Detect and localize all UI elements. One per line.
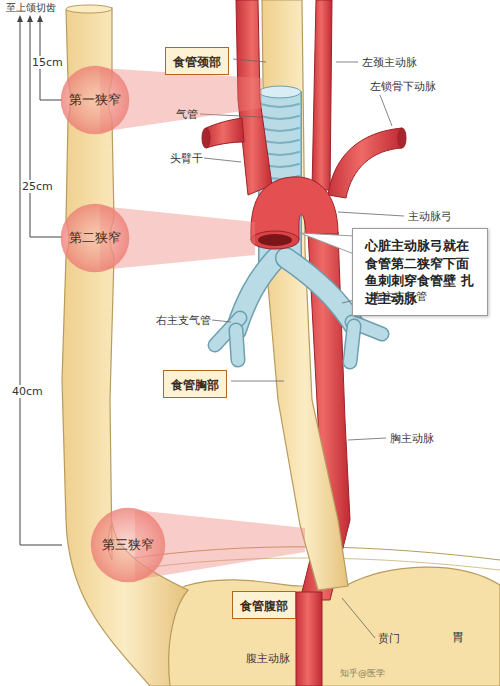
trachea [261, 140, 299, 143]
trachea [261, 104, 299, 107]
aortic-vessels [328, 128, 402, 198]
trachea [350, 326, 354, 362]
aortic-vessels [258, 234, 292, 246]
leader-line [342, 598, 375, 638]
aortic-vessels [206, 118, 244, 148]
part-label: 左锁骨下动脉 [370, 80, 436, 93]
section-box: 食管胸部 [163, 370, 227, 398]
circle-outline [61, 204, 130, 273]
narrowing-circle: 第三狭窄 [90, 507, 166, 583]
measure-lines [17, 15, 23, 22]
esophagus-side-view [66, 5, 112, 13]
measure-lines [37, 15, 43, 22]
dimension-label: 40cm [11, 385, 44, 398]
leader-line [348, 438, 386, 440]
aortic-vessels [251, 231, 299, 249]
measure-lines [27, 15, 33, 22]
aortic-vessels [398, 128, 406, 148]
watermark: 知乎@医学 [340, 668, 385, 679]
measure-lines [30, 237, 62, 238]
part-label: 右主支气管 [156, 314, 211, 327]
leader-line [233, 59, 266, 62]
trachea [286, 258, 354, 325]
callout-pointer [300, 233, 354, 254]
leader-line [338, 212, 404, 216]
aortic-vessels [202, 128, 210, 148]
node-label: 食管颈部 [173, 55, 221, 69]
abdominal-aorta [296, 592, 322, 686]
leader-line [336, 62, 358, 63]
aortic-vessels [251, 177, 338, 240]
trachea [350, 326, 354, 362]
aortic-vessels [312, 0, 332, 190]
part-label: 气管 [176, 108, 198, 121]
measure-lines [20, 545, 62, 546]
dimension-label: 15cm [31, 56, 64, 69]
dimension-label: 25cm [21, 180, 54, 193]
part-label: 胸主动脉 [390, 432, 434, 445]
part-label: 左主支气管 [372, 290, 427, 303]
narrowing-circle: 第二狭窄 [60, 203, 130, 273]
leader-line [380, 95, 392, 126]
node-label: 食管胸部 [171, 378, 219, 392]
trachea [236, 330, 238, 360]
abdominal-aorta [296, 592, 322, 686]
node-label: 第三狭窄 [102, 536, 154, 554]
part-label: 贲门 [378, 632, 400, 645]
leader-line [212, 320, 231, 322]
part-label: 主动脉弓 [408, 210, 452, 223]
trachea [261, 116, 299, 119]
trachea [236, 330, 238, 360]
node-label: 食管腹部 [240, 599, 288, 613]
callout-pointer [300, 233, 354, 254]
trachea [259, 86, 301, 98]
leader-line [231, 381, 284, 382]
trachea [286, 258, 354, 325]
part-label: 腹主动脉 [246, 652, 290, 665]
section-box: 食管颈部 [165, 47, 229, 75]
part-label: 头臂干 [170, 152, 203, 165]
measure-lines [17, 15, 62, 545]
narrowing-wedge [100, 68, 305, 580]
part-label: 胃 [452, 630, 464, 644]
measure-lines [30, 20, 31, 237]
narrowing-circle: 第一狭窄 [60, 65, 130, 135]
trachea [261, 128, 299, 131]
aortic-vessels [202, 0, 406, 249]
node-label: 第一狭窄 [69, 91, 121, 109]
section-box: 食管腹部 [232, 591, 296, 619]
circle-outline [61, 66, 130, 135]
circle-outline [91, 508, 165, 582]
leader-line [204, 158, 241, 162]
measure-lines [40, 100, 62, 101]
part-label: 至上颌切齿 [6, 2, 56, 14]
measure-lines [20, 20, 21, 545]
note-box: 心脏主动脉弓就在 食管第二狭窄下面 鱼刺刺穿食管壁 扎进主动脉 [352, 228, 488, 316]
node-label: 第二狭窄 [69, 229, 121, 247]
part-label: 左颈主动脉 [362, 56, 417, 69]
